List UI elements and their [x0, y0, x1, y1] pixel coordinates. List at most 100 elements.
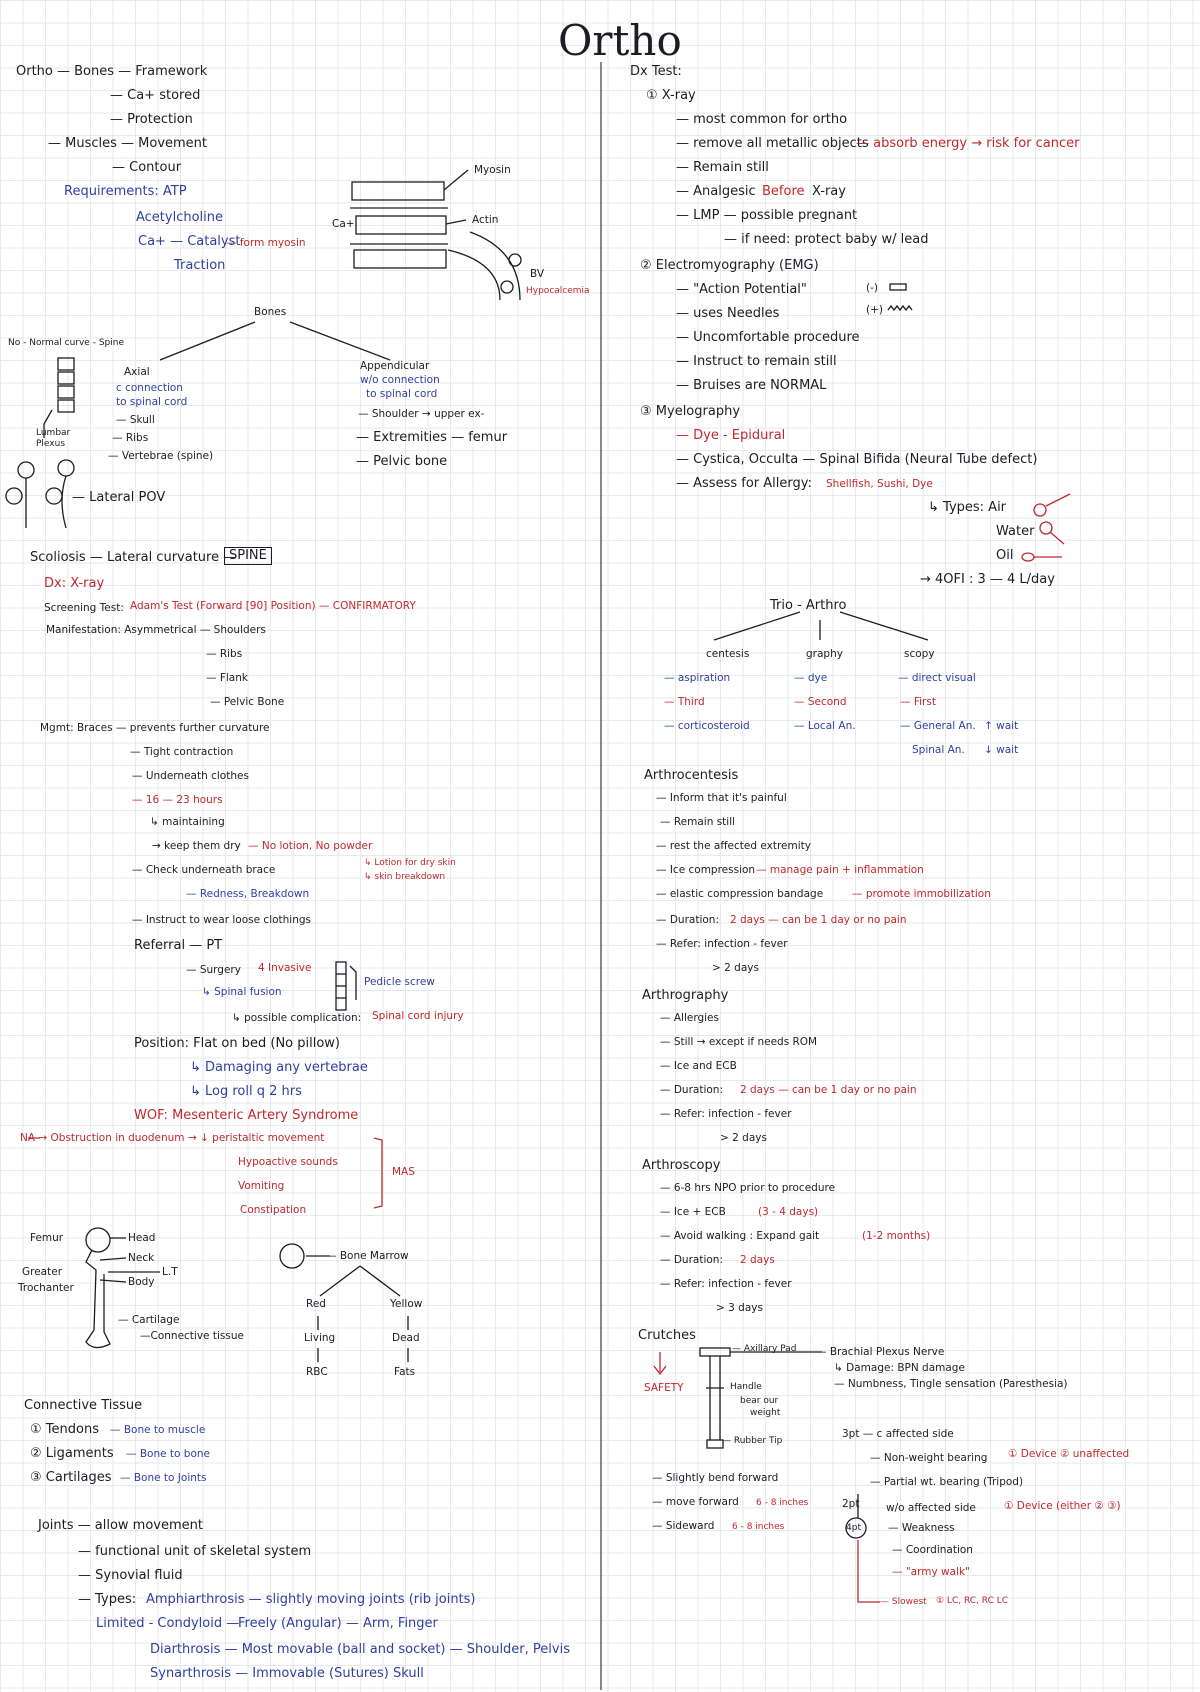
screening-label: Screening Test: — [44, 602, 124, 614]
page-title: Ortho — [558, 16, 682, 65]
connective-tissue-heading: Connective Tissue — [24, 1398, 143, 1413]
myelo-cystica: — Cystica, Occulta — Spinal Bifida (Neur… — [676, 452, 1038, 467]
brachial-damage: ↳ Damage: BPN damage — [834, 1362, 965, 1374]
joints-synovial: — Synovial fluid — [78, 1568, 183, 1583]
femur-lt: L.T — [162, 1266, 178, 1278]
hypocalcemia-label: Hypocalcemia — [526, 286, 590, 296]
muscle-diagram — [350, 169, 522, 301]
mgmt-tight: — Tight contraction — [130, 746, 234, 758]
mgmt-underneath: — Underneath clothes — [132, 770, 249, 782]
marrow-tree — [279, 1243, 409, 1362]
ac-duration: — Duration: — [656, 914, 719, 926]
protection-line: — Protection — [110, 112, 193, 127]
catalyst-line: Ca+ — Catalyst — [138, 234, 241, 249]
brachial-plexus: — Brachial Plexus Nerve — [816, 1346, 945, 1358]
slowest-label: — Slowest — [880, 1597, 927, 1607]
myelography-heading: ③ Myelography — [640, 404, 741, 419]
ag-days: > 2 days — [720, 1132, 767, 1144]
ag-refer: — Refer: infection - fever — [660, 1108, 792, 1120]
three-point-order: ① Device ② unaffected — [1008, 1448, 1130, 1460]
myelo-dye: — Dye - Epidural — [676, 428, 786, 443]
emg-needles: — uses Needles — [676, 306, 780, 321]
handle-bear: bear our — [740, 1396, 779, 1406]
pt-bracket — [845, 1494, 880, 1603]
bone-marrow-label: — Bone Marrow — [326, 1250, 409, 1262]
ac-inform: — Inform that it's painful — [656, 792, 787, 804]
tendons-line: ① Tendons — [30, 1422, 99, 1437]
bones-tree — [159, 321, 391, 361]
crutch-sketch — [653, 1347, 822, 1449]
referral-surgery: — Surgery — [186, 964, 241, 976]
mgmt-check-brace: — Check underneath brace — [132, 864, 276, 876]
scopy-general-wait: ↑ wait — [984, 720, 1019, 732]
marrow-red: Red — [306, 1298, 326, 1310]
ac-elastic: — elastic compression bandage — [656, 888, 824, 900]
lateral-pov-figures — [5, 459, 75, 529]
bv-label: BV — [530, 268, 545, 280]
joints-heading: Joints — allow movement — [38, 1518, 203, 1533]
spine-box: SPINE — [224, 547, 272, 565]
ac-days: > 2 days — [712, 962, 759, 974]
emg-bruises: — Bruises are NORMAL — [676, 378, 827, 393]
as-duration-value: 2 days — [740, 1254, 775, 1266]
lateral-pov-label: — Lateral POV — [72, 490, 166, 505]
as-days: > 3 days — [716, 1302, 763, 1314]
emg-remain-still: — Instruct to remain still — [676, 354, 837, 369]
position-line: Position: Flat on bed (No pillow) — [134, 1036, 341, 1051]
vertebra-sketch — [43, 357, 75, 438]
marrow-fats: Fats — [394, 1366, 416, 1378]
xray-common: — most common for ortho — [676, 112, 848, 127]
mgmt-keep-dry: → keep them dry — [152, 840, 241, 852]
as-refer: — Refer: infection - fever — [660, 1278, 792, 1290]
na-obstruction: NA → Obstruction in duodenum → ↓ perista… — [20, 1132, 325, 1144]
two-point-label: 2pt — [842, 1498, 860, 1510]
axial-ribs: — Ribs — [112, 432, 149, 444]
handle-label: Handle — [730, 1382, 762, 1392]
femur-neck: Neck — [128, 1252, 155, 1264]
ag-ice: — Ice and ECB — [660, 1060, 737, 1072]
position-log-roll: ↳ Log roll q 2 hrs — [190, 1084, 302, 1099]
myelo-allergy: — Assess for Allergy: — [676, 476, 812, 491]
emg-negative: (-) — [866, 282, 878, 294]
as-duration: — Duration: — [660, 1254, 723, 1266]
ag-duration: — Duration: — [660, 1084, 723, 1096]
joints-types: — Types: — [78, 1592, 137, 1607]
xray-analgesic: — Analgesic — [676, 184, 756, 199]
mgmt-lotion-dry: ↳ Lotion for dry skin — [364, 858, 456, 868]
xray-xray: X-ray — [812, 184, 846, 199]
three-point-partial: — Partial wt. bearing (Tripod) — [870, 1476, 1024, 1488]
manifestation-line: Manifestation: Asymmetrical — Shoulders — [46, 624, 266, 636]
axillary-pad-label: — Axillary Pad — [732, 1344, 797, 1354]
appendicular-extremities: — Extremities — femur — [356, 430, 508, 445]
appendicular-label: Appendicular — [360, 360, 430, 372]
crutch-sideward-inches: 6 - 8 inches — [732, 1522, 785, 1532]
emg-positive: (+) — [866, 304, 883, 316]
safety-label: SAFETY — [644, 1382, 684, 1394]
trio-graphy: graphy — [806, 648, 843, 660]
ca-label: Ca+ — [332, 218, 355, 230]
ligaments-line: ② Ligaments — [30, 1446, 114, 1461]
axial-spinal: to spinal cord — [116, 396, 188, 408]
actin-label: Actin — [472, 214, 499, 226]
emg-action-potential: — "Action Potential" — [676, 282, 807, 297]
ac-refer: — Refer: infection - fever — [656, 938, 788, 950]
joints-freely: Freely (Angular) — Arm, Finger — [238, 1616, 438, 1631]
three-point-line: 3pt — c affected side — [842, 1428, 954, 1440]
scopy-first: — First — [900, 696, 936, 708]
axial-vertebrae: — Vertebrae (spine) — [108, 450, 214, 462]
xray-metallic: — remove all metallic objects — [676, 136, 869, 151]
marrow-dead: Dead — [392, 1332, 420, 1344]
referral-complication: ↳ possible complication: — [232, 1012, 362, 1024]
two-point-army-walk: — "army walk" — [892, 1566, 970, 1578]
joints-amphiarthrosis: Amphiarthrosis — slightly moving joints … — [146, 1592, 476, 1607]
referral-spinal-injury: Spinal cord injury — [372, 1010, 464, 1022]
trio-tree — [713, 611, 929, 641]
crutch-bend: — Slightly bend forward — [652, 1472, 779, 1484]
joints-diarthrosis: Diarthrosis — Most movable (ball and soc… — [150, 1642, 570, 1657]
wof-line: WOF: Mesenteric Artery Syndrome — [134, 1108, 359, 1123]
axial-skull: — Skull — [116, 414, 155, 426]
trio-centesis: centesis — [706, 648, 750, 660]
scoliosis-line: Scoliosis — Lateral curvature — — [30, 550, 237, 565]
xray-cancer-risk: — absorb energy → risk for cancer — [856, 136, 1080, 151]
